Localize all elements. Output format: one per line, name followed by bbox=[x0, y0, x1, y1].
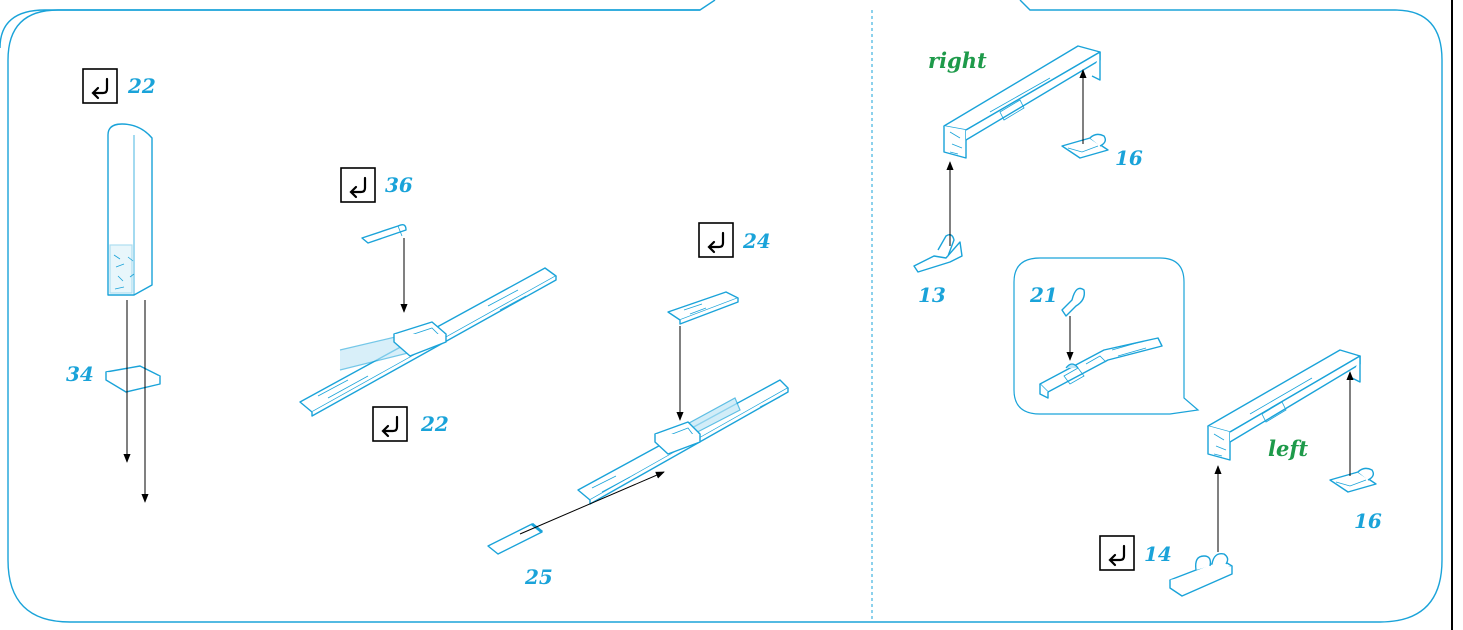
part-number-24: 24 bbox=[742, 229, 771, 253]
bend-arrow-icon bbox=[1099, 535, 1135, 571]
part-number-25: 25 bbox=[524, 565, 553, 589]
left-assembly: left 16 14 bbox=[1099, 349, 1382, 597]
part-number-14: 14 bbox=[1144, 542, 1172, 566]
detail-callout: 21 bbox=[1013, 257, 1200, 415]
label-right: right bbox=[928, 48, 987, 73]
strap-assembly-36: 36 22 bbox=[299, 167, 557, 442]
part-number-21: 21 bbox=[1029, 283, 1058, 307]
strap-assembly-24: 24 25 bbox=[487, 222, 789, 589]
part-number-16-right: 16 bbox=[1115, 146, 1143, 170]
bend-arrow-icon bbox=[82, 68, 118, 104]
part-number-13: 13 bbox=[918, 283, 946, 307]
bend-arrow-icon bbox=[340, 167, 376, 203]
label-left: left bbox=[1268, 436, 1308, 461]
part-number-34: 34 bbox=[66, 362, 94, 386]
part-number-22-mid: 22 bbox=[420, 412, 449, 436]
strap-assembly-34: 22 34 bbox=[66, 68, 161, 503]
part-number-16-left: 16 bbox=[1354, 509, 1382, 533]
part-number-36: 36 bbox=[385, 173, 413, 197]
right-assembly: right 16 13 bbox=[913, 45, 1143, 307]
bend-arrow-icon bbox=[698, 222, 734, 258]
part-number-22-top: 22 bbox=[127, 74, 156, 98]
bend-arrow-icon bbox=[372, 406, 408, 442]
